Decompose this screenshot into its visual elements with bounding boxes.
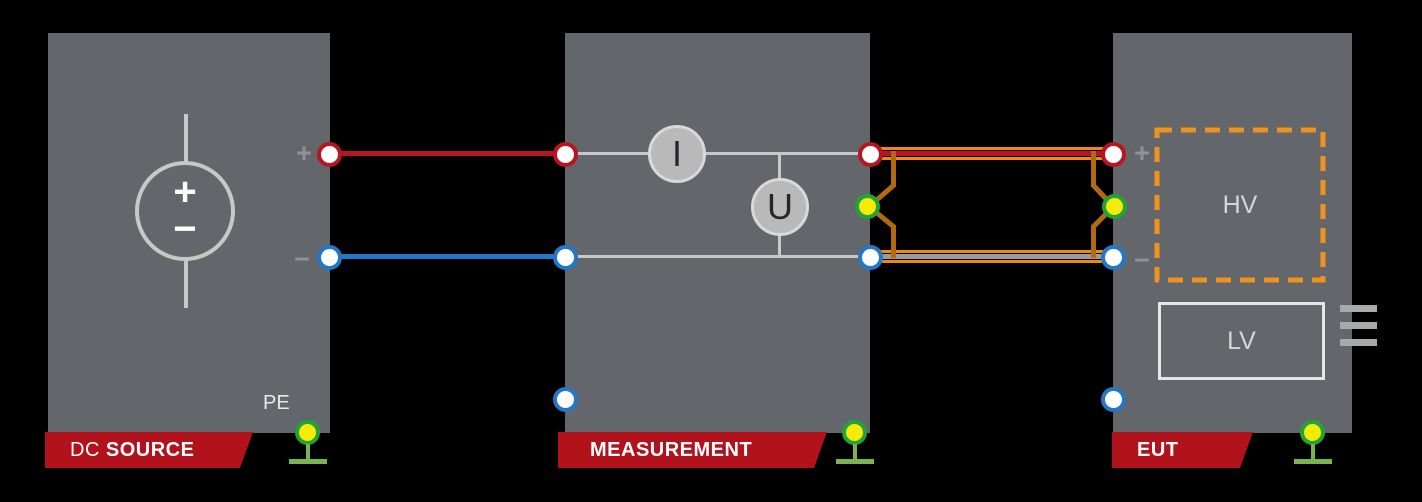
- eut-pe-terminal: [1101, 387, 1126, 412]
- measurement-banner-text: MEASUREMENT: [590, 438, 753, 461]
- ground-node-icon: [842, 420, 867, 445]
- hv-section-label: HV: [1222, 190, 1258, 219]
- pe-ground-icon: [1294, 420, 1332, 464]
- shield-stub: [1091, 225, 1096, 258]
- cable-positive-conductor: [870, 151, 1113, 156]
- cable-shield-top-lower: [876, 157, 1108, 160]
- measurement-shield-terminal: [855, 194, 880, 219]
- dc-plus-terminal-label: +: [296, 138, 312, 168]
- dc-minus-terminal: [317, 245, 342, 270]
- measurement-bottom-rail: [565, 255, 870, 258]
- lv-connector-pin-icon: [1340, 305, 1377, 312]
- cable-shield-top-upper: [876, 147, 1108, 150]
- source-minus-sign: −: [173, 207, 197, 251]
- dc-plus-terminal: [317, 142, 342, 167]
- pe-ground-icon: [836, 420, 874, 464]
- ground-node-icon: [295, 420, 320, 445]
- eut-shield-terminal: [1102, 194, 1127, 219]
- cable-negative-conductor: [870, 254, 1113, 259]
- lv-section-box: [1158, 302, 1325, 380]
- dc-positive-wire: [329, 151, 567, 156]
- current-meter-label: I: [671, 133, 682, 174]
- dc-source-banner-text-bold: SOURCE: [105, 438, 195, 461]
- measurement-out-plus-terminal: [858, 142, 883, 167]
- measurement-top-rail: [565, 152, 870, 155]
- lv-connector-pin-icon: [1340, 339, 1377, 346]
- cable-shield-bottom-upper: [876, 250, 1108, 253]
- shield-stub: [891, 225, 896, 258]
- measurement-out-minus-terminal: [858, 245, 883, 270]
- source-lead-top: [184, 114, 188, 162]
- lv-connector-pin-icon: [1340, 322, 1377, 329]
- measurement-in-minus-terminal: [553, 245, 578, 270]
- eut-minus-terminal: [1101, 245, 1126, 270]
- shield-stub: [1091, 151, 1096, 187]
- lv-section-label: LV: [1227, 326, 1256, 355]
- dc-voltage-source-icon: [135, 161, 235, 261]
- dc-negative-wire: [329, 254, 567, 259]
- measurement-pe-terminal: [553, 387, 578, 412]
- eut-minus-terminal-label: −: [1134, 245, 1150, 275]
- dc-minus-terminal-label: −: [294, 244, 310, 274]
- measurement-banner: MEASUREMENT: [558, 432, 827, 468]
- dc-source-banner-text-regular: DC: [70, 438, 100, 461]
- source-lead-bottom: [184, 260, 188, 308]
- eut-banner: EUT: [1112, 432, 1253, 468]
- current-meter-icon: I: [648, 125, 706, 183]
- ground-node-icon: [1300, 420, 1325, 445]
- measurement-block: [565, 33, 870, 433]
- eut-plus-terminal-label: +: [1134, 138, 1150, 168]
- dc-source-banner: DC SOURCE: [45, 432, 253, 468]
- source-plus-sign: +: [173, 170, 197, 214]
- measurement-in-plus-terminal: [553, 142, 578, 167]
- pe-label: PE: [263, 392, 290, 414]
- voltage-meter-icon: U: [751, 178, 809, 236]
- cable-shield-bottom-lower: [876, 260, 1108, 263]
- shield-stub: [891, 151, 896, 187]
- eut-plus-terminal: [1101, 142, 1126, 167]
- pe-ground-icon: [289, 420, 327, 464]
- voltage-meter-label: U: [767, 186, 793, 227]
- eut-banner-text: EUT: [1137, 438, 1179, 461]
